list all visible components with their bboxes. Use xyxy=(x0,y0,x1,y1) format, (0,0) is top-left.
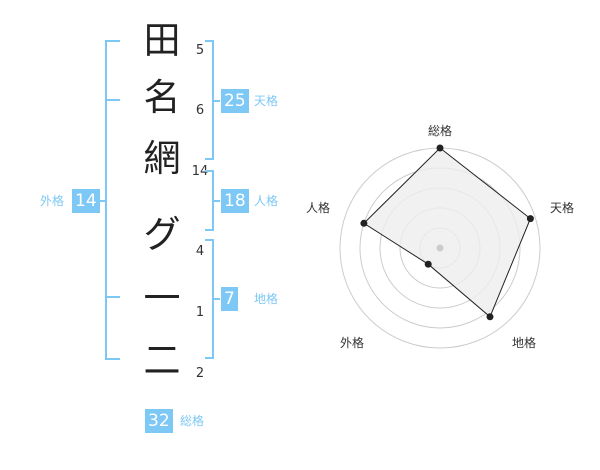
radar-axis-label-jinkaku: 人格 xyxy=(306,200,330,215)
stroke-count-6: 2 xyxy=(195,366,205,381)
radar-axis-label-gaikaku: 外格 xyxy=(340,335,364,350)
name-char-2: 名 xyxy=(143,76,181,119)
stroke-count-3: 14 xyxy=(191,164,209,179)
radar-series-area xyxy=(363,147,532,318)
name-char-1: 田 xyxy=(143,19,181,62)
radar-points xyxy=(360,144,534,321)
name-char-6: 二 xyxy=(143,339,181,382)
radar-axis-label-chikaku: 地格 xyxy=(512,335,536,350)
radar-axis-label-tenkaku: 天格 xyxy=(550,200,574,215)
stroke-count-2: 6 xyxy=(195,103,205,118)
jinkaku-label: 人格 xyxy=(254,194,279,208)
jinkaku-value-badge: 18 xyxy=(221,189,249,213)
radar-point-3 xyxy=(486,313,494,321)
gaikaku-value-badge: 14 xyxy=(72,189,100,213)
radar-point-2 xyxy=(526,215,534,223)
radar-center-dot xyxy=(436,244,444,252)
name-char-4: グ xyxy=(143,213,181,256)
chikaku-value-badge: 7 xyxy=(221,287,238,311)
soukaku-label: 総格 xyxy=(180,414,205,428)
name-char-3: 網 xyxy=(143,137,181,180)
stroke-count-1: 5 xyxy=(195,43,205,58)
radar-point-5 xyxy=(360,219,368,227)
chikaku-label: 地格 xyxy=(254,292,279,306)
radar-axis-label-soukaku: 総格 xyxy=(428,123,452,138)
stroke-count-5: 1 xyxy=(195,305,205,320)
tenkaku-label: 天格 xyxy=(254,94,279,108)
radar-point-4 xyxy=(424,260,432,268)
radar-point-1 xyxy=(436,144,444,152)
name-char-5: 一 xyxy=(143,277,181,320)
tenkaku-value-badge: 25 xyxy=(221,89,249,113)
stroke-count-4: 4 xyxy=(195,244,205,259)
soukaku-value-badge: 32 xyxy=(145,409,173,433)
gaikaku-label: 外格 xyxy=(40,194,65,208)
